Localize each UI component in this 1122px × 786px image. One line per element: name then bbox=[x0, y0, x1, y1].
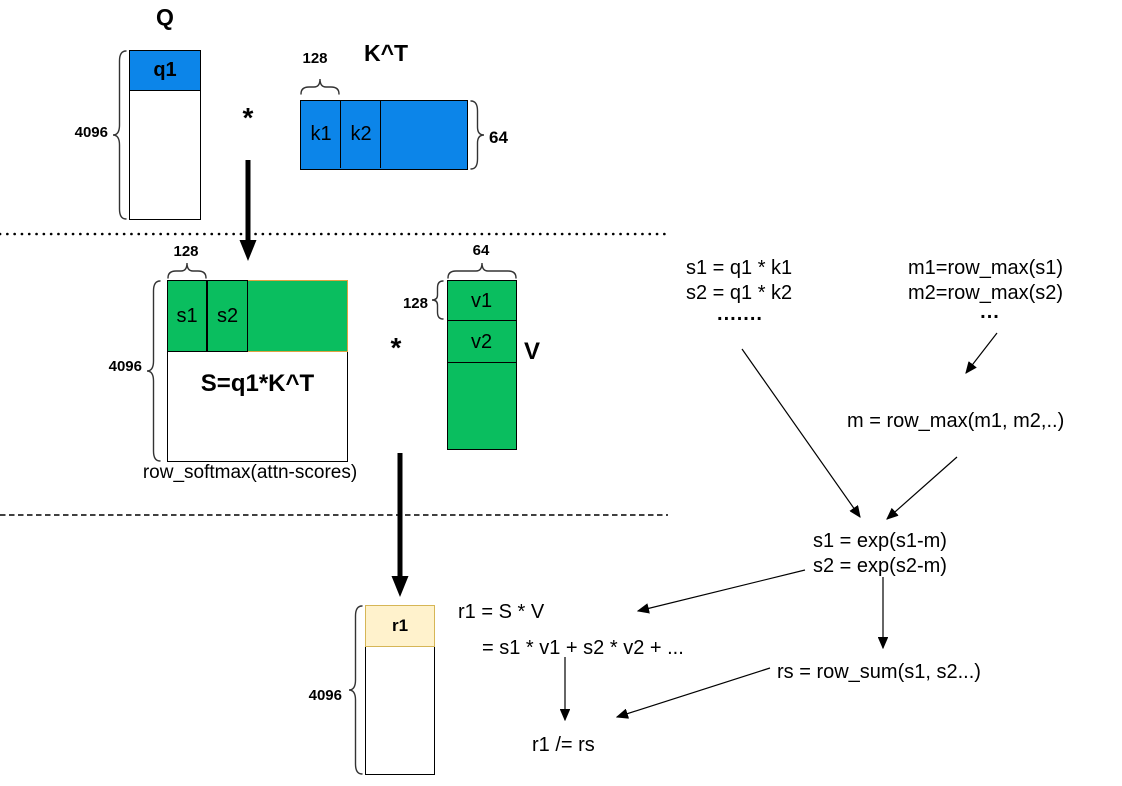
s-cols-brace-icon bbox=[167, 262, 207, 279]
v-rows-brace-icon bbox=[431, 280, 444, 320]
kt-rows-label: 64 bbox=[489, 128, 508, 147]
q-rows-brace-icon bbox=[112, 50, 127, 220]
s-rows-brace-icon bbox=[146, 280, 161, 462]
kt-matrix-title: K^T bbox=[363, 40, 409, 66]
q1-block: q1 bbox=[129, 50, 201, 91]
flow-rs-equation: rs = row_sum(s1, s2...) bbox=[777, 661, 981, 683]
s1-cell: s1 bbox=[167, 280, 207, 352]
r1-equation-line2: = s1 * v1 + s2 * v2 + ... bbox=[482, 637, 684, 659]
v-matrix: v1 v2 bbox=[447, 280, 517, 450]
kt-divider-2 bbox=[379, 101, 381, 169]
arrow-m-to-exp-icon bbox=[887, 456, 958, 519]
arrow-rs-to-final-icon bbox=[617, 667, 771, 717]
v-rows-label: 128 bbox=[402, 295, 428, 312]
bold-arrow-qk-to-s-icon bbox=[239, 160, 257, 261]
multiply-operator-middle: * bbox=[390, 332, 402, 363]
v1-cell: v1 bbox=[470, 289, 493, 312]
arrow-sdots-to-exp-icon bbox=[741, 348, 860, 517]
s2-cell: s2 bbox=[207, 280, 248, 352]
kt-cols-brace-icon bbox=[300, 78, 340, 95]
v-matrix-title: V bbox=[524, 338, 541, 365]
arrow-mdots-to-m-icon bbox=[966, 332, 998, 373]
flow-m-equation: m = row_max(m1, m2,..) bbox=[847, 410, 1065, 432]
kt-matrix: k1 k2 bbox=[300, 100, 468, 170]
flow-exp1-equation: s1 = exp(s1-m) bbox=[813, 530, 947, 552]
q1-label: q1 bbox=[153, 59, 177, 81]
r1-block: r1 bbox=[365, 605, 435, 647]
s-cols-label: 128 bbox=[173, 243, 199, 260]
v-cols-brace-icon bbox=[447, 262, 517, 279]
s1-label: s1 bbox=[176, 304, 198, 327]
flow-m-ellipsis: ... bbox=[980, 301, 1000, 323]
r-rows-brace-icon bbox=[348, 605, 363, 775]
flow-s1-equation: s1 = q1 * k1 bbox=[686, 257, 793, 279]
kt-cols-label: 128 bbox=[302, 50, 328, 67]
q-matrix-title: Q bbox=[156, 4, 174, 30]
flow-exp2-equation: s2 = exp(s2-m) bbox=[813, 555, 947, 577]
r1-equation-line1: r1 = S * V bbox=[458, 601, 545, 623]
s-equation: S=q1*K^T bbox=[200, 370, 315, 397]
kt-rows-brace-icon bbox=[470, 100, 485, 170]
flow-m1-equation: m1=row_max(s1) bbox=[908, 257, 1064, 279]
s-caption: row_softmax(attn-scores) bbox=[142, 462, 358, 483]
bold-arrow-sv-to-r1-icon bbox=[391, 453, 409, 597]
k2-cell: k2 bbox=[350, 123, 372, 145]
r-rows-label: 4096 bbox=[308, 687, 342, 704]
v-divider-1 bbox=[448, 319, 516, 321]
s2-label: s2 bbox=[216, 304, 239, 327]
multiply-operator-top: * bbox=[242, 102, 254, 133]
final-equation: r1 /= rs bbox=[532, 734, 595, 756]
kt-divider-1 bbox=[339, 101, 341, 169]
s-rows-label: 4096 bbox=[108, 358, 142, 375]
v2-cell: v2 bbox=[470, 330, 493, 353]
k1-cell: k1 bbox=[310, 123, 332, 145]
q-rows-label: 4096 bbox=[74, 124, 108, 141]
flow-s2-equation: s2 = q1 * k2 bbox=[686, 282, 793, 304]
flow-m2-equation: m2=row_max(s2) bbox=[908, 282, 1064, 304]
v-cols-label: 64 bbox=[472, 242, 490, 259]
arrow-exp-to-r1eq-icon bbox=[638, 569, 806, 611]
flow-s-ellipsis: ....... bbox=[717, 303, 763, 325]
r1-label: r1 bbox=[391, 616, 409, 635]
v-divider-2 bbox=[448, 361, 516, 363]
